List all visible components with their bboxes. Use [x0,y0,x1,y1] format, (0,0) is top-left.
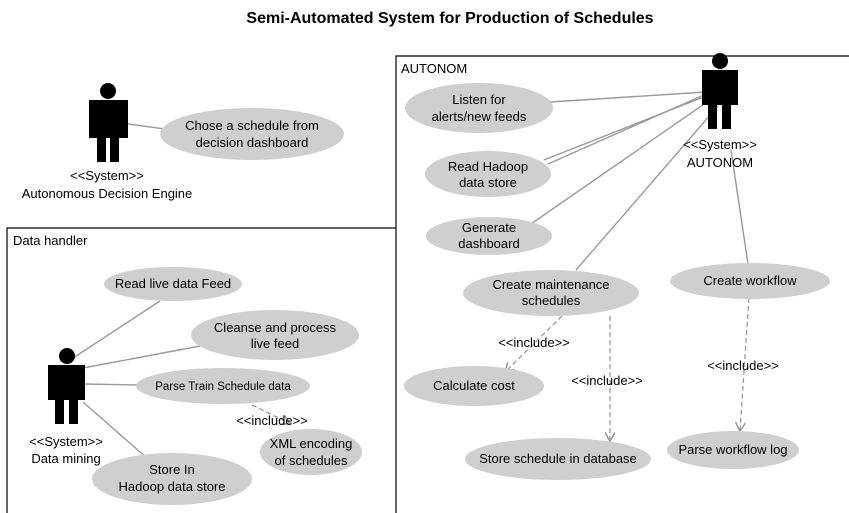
svg-text:decision dashboard: decision dashboard [196,135,309,150]
assoc-autonom-read [547,93,707,165]
actor-stereotype: <<System>> [683,137,757,152]
svg-text:XML encoding: XML encoding [270,436,353,451]
use-case-calculate-cost: Calculate cost [404,366,544,406]
person-icon [702,53,738,129]
assoc-autonom-read-2 [543,95,707,161]
actor-name: AUTONOM [687,155,753,170]
assoc-autonom-generate [527,99,711,227]
svg-text:Cleanse and process: Cleanse and process [214,320,337,335]
use-case-store-in-hadoop: Store In Hadoop data store [92,453,252,505]
svg-text:schedules: schedules [522,293,581,308]
use-case-cleanse-process: Cleanse and process live feed [191,310,359,360]
svg-text:Read live data Feed: Read live data Feed [115,276,231,291]
svg-text:Listen for: Listen for [452,92,506,107]
include-dependencies [251,297,750,440]
use-case-parse-train: Parse Train Schedule data [136,368,310,404]
assoc-mining-cleanse [82,345,201,369]
svg-text:Store schedule in database: Store schedule in database [479,451,637,466]
assoc-autonom-maintenance [575,105,719,271]
svg-text:data store: data store [459,175,517,190]
actor-stereotype: <<System>> [29,434,103,449]
associations [69,91,749,460]
actor-name: Autonomous Decision Engine [22,186,193,201]
assoc-mining-read-feed [69,300,161,361]
autonom-boundary-label: AUTONOM [401,61,467,76]
svg-text:Generate: Generate [462,220,516,235]
use-case-read-live-feed: Read live data Feed [104,267,242,301]
svg-text:Create maintenance: Create maintenance [492,277,609,292]
include-label-store: <<include>> [571,373,643,388]
svg-text:dashboard: dashboard [458,236,519,251]
person-icon [89,83,128,162]
use-case-chose-schedule: Chose a schedule from decision dashboard [160,108,344,160]
actor-autonom: <<System>> AUTONOM [683,53,757,170]
include-maintenance-cost [506,315,563,371]
data-handler-boundary: Data handler [6,227,396,513]
svg-text:Hadoop data store: Hadoop data store [119,479,226,494]
svg-text:Parse workflow log: Parse workflow log [678,442,787,457]
svg-text:of schedules: of schedules [275,453,348,468]
assoc-mining-store [82,401,149,460]
assoc-mining-parse [83,383,138,386]
actor-decision-engine: <<System>> Autonomous Decision Engine [22,83,193,201]
actor-name: Data mining [31,451,100,466]
include-label-xml: <<include>> [236,413,308,428]
svg-text:Store In: Store In [149,462,195,477]
use-case-parse-workflow-log: Parse workflow log [667,431,799,469]
include-parse-xml [251,404,289,423]
assoc-autonom-workflow [730,149,749,265]
svg-text:alerts/new feeds: alerts/new feeds [432,109,527,124]
use-case-store-schedule: Store schedule in database [465,438,651,480]
actor-data-mining: <<System>> Data mining [29,348,103,466]
assoc-decision-chose [127,123,166,130]
svg-text:Create workflow: Create workflow [703,273,797,288]
svg-text:Calculate cost: Calculate cost [433,378,515,393]
person-icon [48,348,85,424]
diagram-title: Semi-Automated System for Production of … [246,10,653,27]
svg-text:Parse Train Schedule data: Parse Train Schedule data [155,381,291,393]
actor-stereotype: <<System>> [70,168,144,183]
data-handler-boundary-label: Data handler [13,233,88,248]
svg-text:Read Hadoop: Read Hadoop [448,159,528,174]
assoc-autonom-listen [549,91,707,103]
use-case-create-maintenance: Create maintenance schedules [463,270,639,316]
use-case-listen-alerts: Listen for alerts/new feeds [405,83,553,133]
include-label-workflow: <<include>> [707,358,779,373]
include-workflow-parse [740,297,750,430]
use-case-read-hadoop: Read Hadoop data store [425,151,551,197]
use-case-xml-encoding: XML encoding of schedules [260,429,362,475]
use-case-generate-dashboard: Generate dashboard [426,217,552,255]
autonom-boundary: AUTONOM [395,55,849,513]
include-label-cost: <<include>> [498,335,570,350]
use-case-create-workflow: Create workflow [670,263,830,299]
svg-text:Chose a schedule from: Chose a schedule from [185,118,319,133]
svg-text:live feed: live feed [251,336,299,351]
